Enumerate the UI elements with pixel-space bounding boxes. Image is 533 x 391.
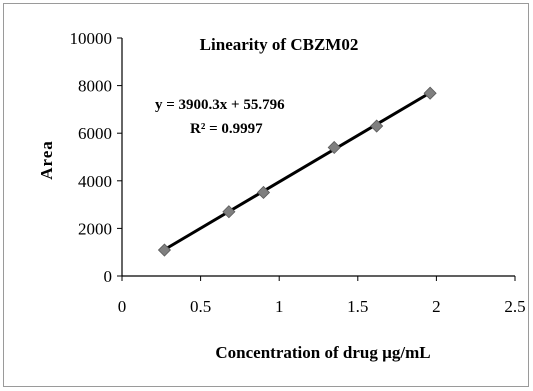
x-tick-label: 0 [118,297,127,316]
trendline-equation: y = 3900.3x + 55.796 [155,97,285,113]
trendline-layer [163,91,431,251]
y-tick-label: 10000 [70,29,113,48]
axes: 0 2000 4000 6000 8000 10000 0 0.5 1 1.5 2 2.5 [70,29,526,316]
x-tick-label: 1.5 [347,297,368,316]
data-point [370,119,384,133]
chart-title: Linearity of CBZM02 [200,35,359,54]
data-point [222,205,236,219]
y-tick-label: 8000 [78,77,112,96]
x-tick-label: 2.5 [504,297,525,316]
trendline [163,91,431,251]
data-point [423,86,437,100]
x-axis-label: Concentration of drug µg/mL [215,343,430,362]
x-tick-label: 2 [432,297,441,316]
data-point [327,140,341,155]
y-tick-label: 0 [104,267,113,286]
markers-layer [157,86,437,257]
x-tick-label: 1 [275,297,284,316]
data-point [157,243,172,257]
data-point [256,185,271,200]
y-tick-label: 2000 [78,219,112,238]
y-tick-label: 6000 [78,124,112,143]
y-tick-label: 4000 [78,172,112,191]
x-tick-label: 0.5 [190,297,211,316]
y-axis-label: Area [37,140,56,180]
r-squared-label: R² = 0.9997 [190,121,263,137]
